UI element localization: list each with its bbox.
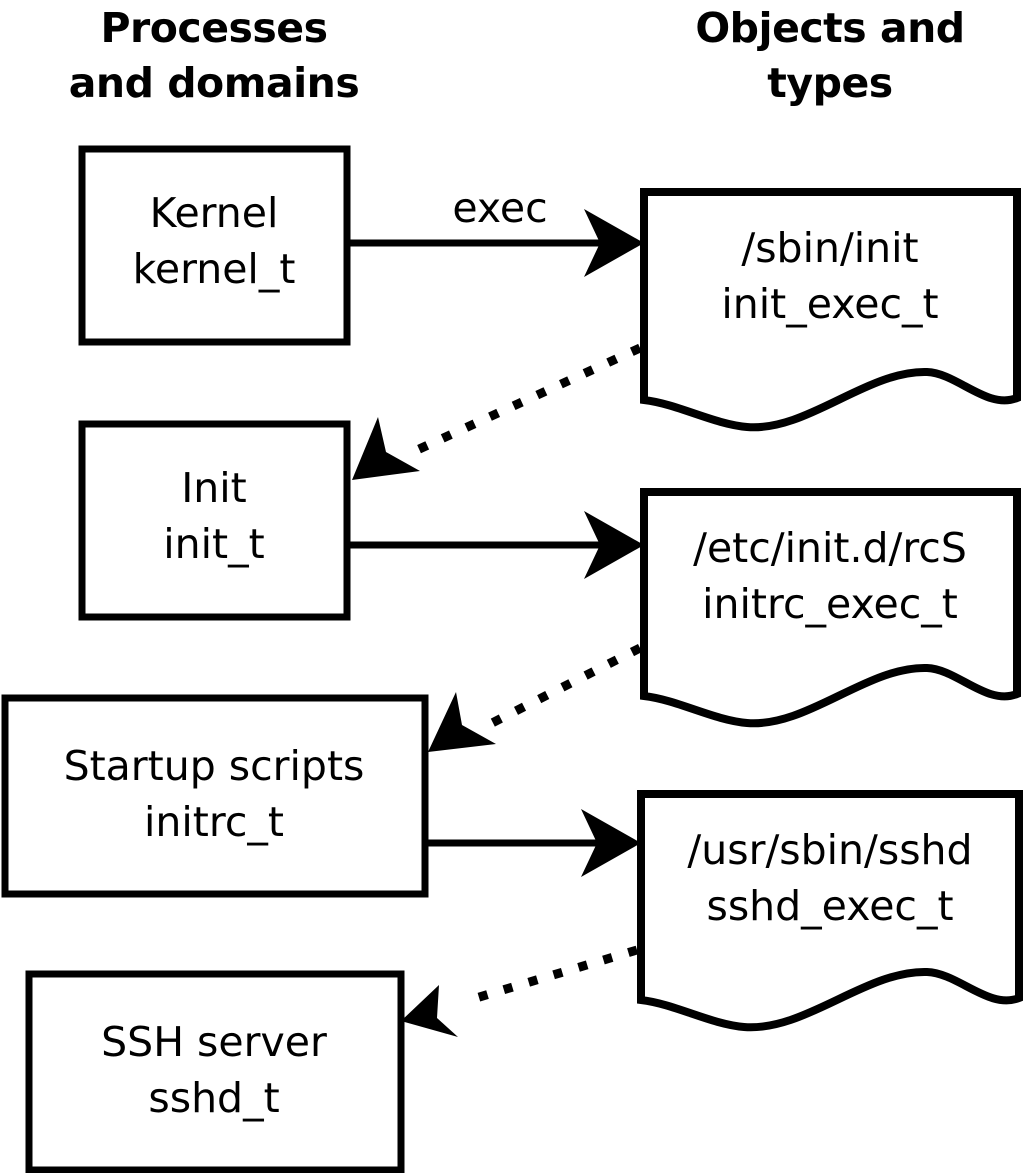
- process-node-init-line1: Init: [181, 464, 247, 512]
- process-node-init-line2: init_t: [163, 520, 264, 568]
- process-node-kernel-line1: Kernel: [150, 189, 279, 237]
- column-heading-objects-line2: types: [767, 59, 892, 107]
- edge-kernel-exec-init-exec-arrowhead: [584, 209, 644, 277]
- object-node-sshd-exec-line1: /usr/sbin/sshd: [687, 826, 972, 874]
- object-node-init-exec-line1: /sbin/init: [741, 224, 918, 272]
- process-node-ssh-server[interactable]: SSH server sshd_t: [25, 970, 405, 1173]
- edge-initrc-exec-sshd-exec-arrowhead: [581, 809, 641, 877]
- object-node-initrc-exec[interactable]: /etc/init.d/rcS initrc_exec_t: [640, 488, 1021, 728]
- edge-init-exec-transition-init-line: [413, 343, 642, 456]
- object-node-sshd-exec[interactable]: /usr/sbin/sshd sshd_exec_t: [637, 790, 1023, 1032]
- edge-initrc-exec-transition-initrc: [428, 643, 643, 752]
- object-node-initrc-exec-document-shape[interactable]: [640, 488, 1021, 728]
- process-node-kernel-box[interactable]: [78, 145, 351, 346]
- object-node-init-exec-document-shape[interactable]: [640, 188, 1021, 432]
- edge-sshd-exec-transition-sshd-line: [464, 945, 639, 1006]
- process-node-startup-scripts[interactable]: Startup scripts initrc_t: [1, 694, 429, 898]
- object-node-initrc-exec-line1: /etc/init.d/rcS: [693, 524, 967, 572]
- process-node-startup-scripts-line1: Startup scripts: [64, 742, 365, 790]
- object-node-initrc-exec-line2: initrc_exec_t: [702, 580, 958, 628]
- column-heading-processes-line1: Processes: [100, 4, 327, 52]
- column-heading-objects: Objects and types: [695, 4, 965, 107]
- edge-sshd-exec-transition-sshd: [401, 945, 639, 1037]
- edge-init-exec-transition-init-arrowhead: [352, 417, 420, 480]
- edge-initrc-exec-transition-initrc-line: [489, 643, 643, 728]
- object-node-sshd-exec-line2: sshd_exec_t: [706, 882, 953, 930]
- process-node-init[interactable]: Init init_t: [78, 420, 351, 621]
- process-node-init-box[interactable]: [78, 420, 351, 621]
- edge-initrc-exec-sshd-exec: [425, 809, 641, 877]
- process-node-ssh-server-line2: sshd_t: [148, 1074, 279, 1122]
- process-node-kernel-line2: kernel_t: [133, 245, 296, 293]
- edge-label-exec: exec: [452, 184, 547, 232]
- edge-init-exec-initrc-exec-arrowhead: [584, 511, 644, 579]
- object-node-init-exec[interactable]: /sbin/init init_exec_t: [640, 188, 1021, 432]
- edge-sshd-exec-transition-sshd-arrowhead: [401, 985, 458, 1037]
- edge-init-exec-initrc-exec: [347, 511, 644, 579]
- column-heading-processes: Processes and domains: [69, 4, 360, 107]
- column-heading-objects-line1: Objects and: [695, 4, 964, 52]
- edge-init-exec-transition-init: [352, 343, 642, 480]
- edge-kernel-exec-init-exec: exec: [347, 184, 644, 277]
- process-node-startup-scripts-box[interactable]: [1, 694, 429, 898]
- process-node-kernel[interactable]: Kernel kernel_t: [78, 145, 351, 346]
- column-heading-processes-line2: and domains: [69, 59, 360, 107]
- object-node-sshd-exec-document-shape[interactable]: [637, 790, 1023, 1032]
- process-node-ssh-server-box[interactable]: [25, 970, 405, 1173]
- process-node-startup-scripts-line2: initrc_t: [144, 798, 284, 846]
- process-node-ssh-server-line1: SSH server: [101, 1018, 327, 1066]
- object-node-init-exec-line2: init_exec_t: [721, 280, 938, 328]
- edge-initrc-exec-transition-initrc-arrowhead: [428, 692, 496, 752]
